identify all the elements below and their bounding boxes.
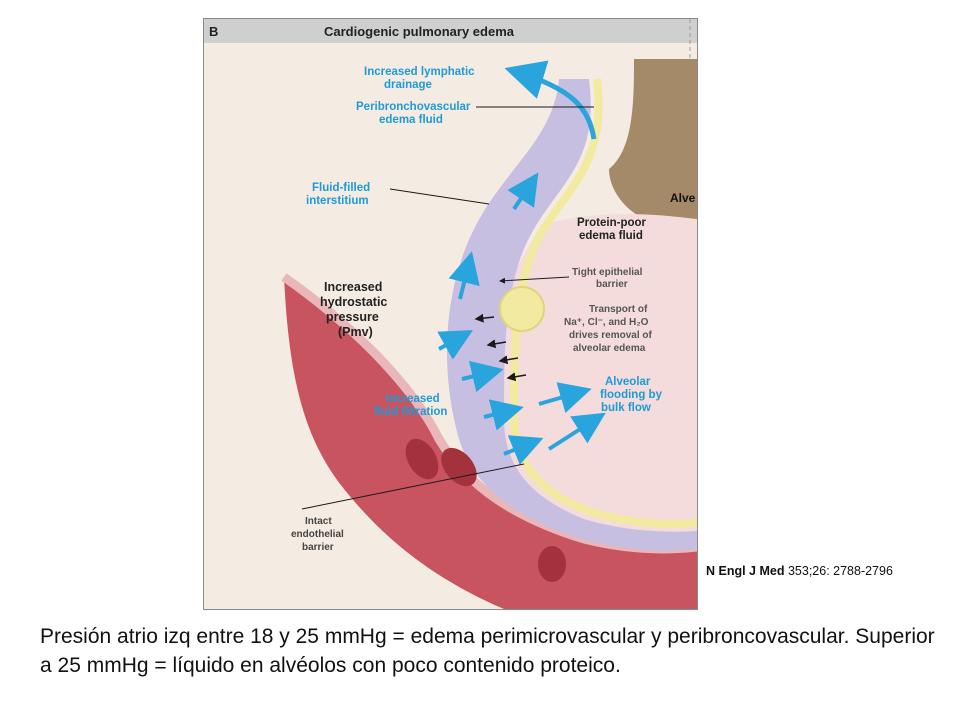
- filtration-arrow-4: [503, 435, 544, 465]
- label-fluid-filled-2: interstitium: [306, 195, 369, 207]
- label-flooding-2: flooding by: [600, 389, 663, 401]
- label-filtration-2: fluid filtration: [374, 406, 447, 418]
- label-hydrostatic-2: hydrostatic: [320, 295, 387, 309]
- leader-interstitium: [389, 188, 490, 205]
- label-lymphatic-1: Increased lymphatic: [364, 66, 475, 78]
- capillary-vessel: [284, 277, 697, 609]
- filtration-arrow-3: [483, 399, 524, 431]
- label-endothelial-2: endothelial: [291, 529, 344, 540]
- citation-reference: 353;26: 2788-2796: [784, 564, 893, 578]
- label-peribronchovascular-1: Peribronchovascular: [356, 101, 471, 113]
- edema-diagram: B Cardiogenic pulmonary edema Increased …: [204, 19, 697, 609]
- transport-arrow-1: [474, 313, 495, 323]
- label-flooding-3: bulk flow: [601, 402, 651, 414]
- interstitial-flow-arrow-2: [448, 251, 480, 300]
- alveolar-space-top: [609, 59, 697, 219]
- leader-endothelial: [301, 463, 525, 510]
- transport-arrow-4: [506, 372, 527, 382]
- citation-journal: N Engl J Med: [706, 564, 785, 578]
- label-transport-2: Na⁺, Cl⁻, and H₂O: [564, 317, 649, 328]
- label-transport-3: drives removal of: [569, 330, 652, 341]
- transport-arrow-2: [486, 339, 507, 349]
- label-tight-barrier-1: Tight epithelial: [572, 267, 643, 278]
- label-endothelial-1: Intact: [305, 516, 332, 527]
- label-hydrostatic-4: (Pmv): [338, 325, 373, 339]
- label-flooding-1: Alveolar: [605, 376, 651, 388]
- label-transport-4: alveolar edema: [573, 343, 646, 354]
- red-blood-cell-2: [441, 447, 477, 487]
- label-lymphatic-2: drainage: [384, 79, 432, 91]
- red-blood-cell-1: [405, 438, 439, 480]
- label-transport-1: Transport of: [589, 304, 648, 315]
- panel-letter: B: [209, 24, 218, 39]
- label-protein-poor-2: edema fluid: [579, 230, 643, 242]
- leader-tight-barrier: [499, 276, 570, 284]
- transport-arrow-3: [498, 355, 519, 365]
- bulk-flow-arrow-1: [538, 382, 592, 414]
- edema-figure: B Cardiogenic pulmonary edema Increased …: [203, 18, 698, 610]
- red-blood-cell-3: [538, 546, 566, 582]
- filtration-arrow-1: [437, 330, 473, 360]
- epithelial-cell: [499, 286, 545, 332]
- label-filtration-1: Increased: [386, 393, 440, 405]
- caption-text: Presión atrio izq entre 18 y 25 mmHg = e…: [40, 625, 935, 677]
- label-hydrostatic-1: Increased: [324, 280, 382, 294]
- diagram-title: Cardiogenic pulmonary edema: [324, 24, 515, 39]
- bulk-flow-arrow-2: [547, 412, 606, 451]
- citation: N Engl J Med 353;26: 2788-2796: [706, 564, 893, 578]
- label-peribronchovascular-2: edema fluid: [379, 114, 443, 126]
- title-bar: [204, 19, 697, 43]
- filtration-arrow-2: [461, 360, 504, 393]
- epithelium-layer: [509, 78, 697, 528]
- lymphatic-drainage-arrow: [504, 60, 597, 140]
- label-tight-barrier-2: barrier: [596, 279, 628, 290]
- label-alveolus-cut: Alve: [670, 191, 696, 205]
- label-protein-poor-1: Protein-poor: [577, 217, 647, 229]
- interstitial-flow-arrow-1: [507, 172, 539, 211]
- label-fluid-filled-1: Fluid-filled: [312, 182, 370, 194]
- label-endothelial-3: barrier: [302, 542, 334, 553]
- label-hydrostatic-3: pressure: [326, 310, 379, 324]
